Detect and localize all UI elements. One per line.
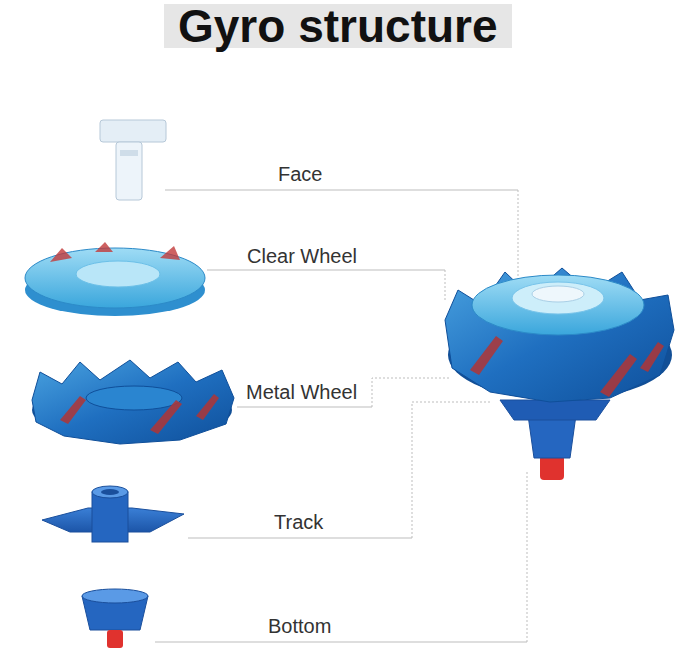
part-label: Clear Wheel — [247, 244, 357, 268]
part-label: Bottom — [268, 614, 331, 638]
part-label: Face — [278, 162, 322, 186]
face-part — [100, 120, 166, 200]
clear-wheel-part — [25, 242, 205, 316]
part-label: Track — [274, 510, 323, 534]
bottom-part — [82, 589, 148, 648]
part-label: Metal Wheel — [246, 380, 357, 404]
track-part — [42, 486, 184, 542]
title: Gyro structure — [164, 4, 512, 48]
assembled-top — [445, 268, 674, 480]
metal-wheel-part — [32, 360, 234, 444]
